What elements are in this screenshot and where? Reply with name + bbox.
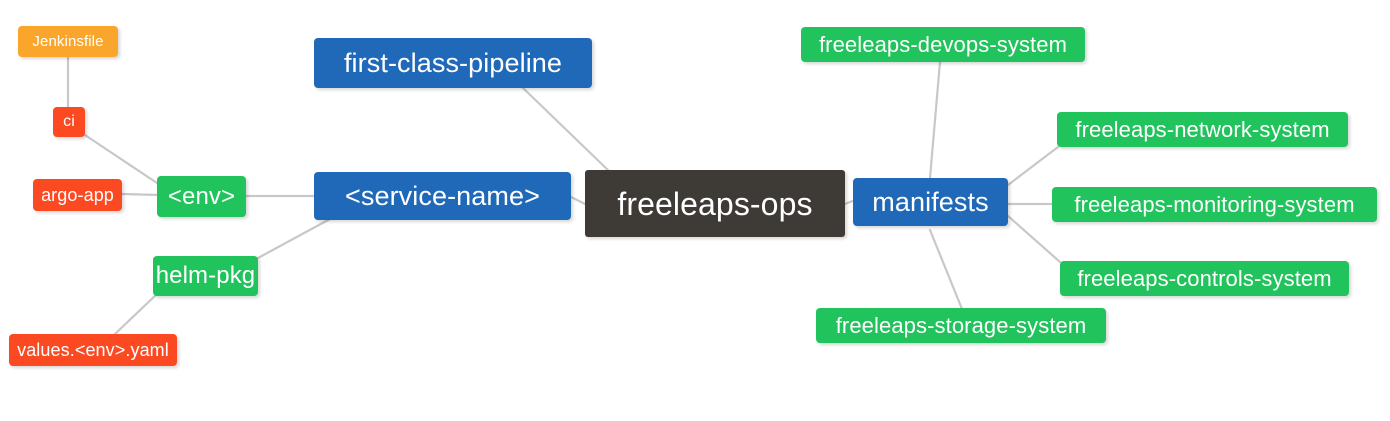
edge-helm-pkg-values-yaml	[113, 291, 160, 336]
node-label: freeleaps-storage-system	[835, 312, 1087, 338]
node-label: freeleaps-monitoring-system	[1074, 191, 1355, 217]
node-argo-app[interactable]: argo-app	[33, 179, 122, 211]
node-freeleaps-devops-system[interactable]: freeleaps-devops-system	[801, 27, 1085, 62]
node-freeleaps-network-system[interactable]: freeleaps-network-system	[1057, 112, 1348, 147]
node-freeleaps-monitoring-system[interactable]: freeleaps-monitoring-system	[1052, 187, 1377, 222]
edge-manifests-storage-system	[928, 228, 964, 311]
node-label: values.<env>.yaml	[17, 340, 169, 360]
node-label: argo-app	[41, 185, 114, 205]
node-label: helm-pkg	[155, 262, 256, 289]
node-env[interactable]: <env>	[157, 176, 246, 217]
node-label: Jenkinsfile	[32, 33, 104, 50]
node-label: manifests	[872, 186, 989, 217]
node-label: freeleaps-ops	[617, 185, 813, 222]
node-values-yaml[interactable]: values.<env>.yaml	[9, 334, 177, 366]
node-label: freeleaps-controls-system	[1077, 265, 1332, 291]
node-freeleaps-storage-system[interactable]: freeleaps-storage-system	[816, 308, 1106, 343]
edge-service-name-helm-pkg	[256, 217, 332, 260]
node-label: <env>	[167, 182, 236, 210]
node-helm-pkg[interactable]: helm-pkg	[153, 256, 258, 296]
node-manifests[interactable]: manifests	[853, 178, 1008, 226]
node-ci[interactable]: ci	[53, 107, 85, 137]
node-freeleaps-ops[interactable]: freeleaps-ops	[585, 170, 845, 237]
edge-root-service-name	[569, 195, 587, 206]
edge-env-argo-app	[120, 192, 162, 197]
node-label: freeleaps-devops-system	[818, 31, 1068, 57]
node-jenkinsfile[interactable]: Jenkinsfile	[18, 26, 118, 57]
node-label: first-class-pipeline	[343, 47, 563, 78]
node-label: ci	[63, 113, 75, 130]
node-label: <service-name>	[345, 180, 540, 211]
edge-root-first-class-pipeline	[521, 86, 612, 174]
edge-manifests-controls-system	[1006, 214, 1062, 264]
edge-manifests-devops-system	[928, 60, 942, 180]
node-first-class-pipeline[interactable]: first-class-pipeline	[314, 38, 592, 88]
node-label: freeleaps-network-system	[1075, 116, 1330, 142]
edge-manifests-network-system	[1006, 145, 1060, 187]
edge-env-ci	[80, 131, 162, 187]
node-freeleaps-controls-system[interactable]: freeleaps-controls-system	[1060, 261, 1349, 296]
node-service-name[interactable]: <service-name>	[314, 172, 571, 220]
